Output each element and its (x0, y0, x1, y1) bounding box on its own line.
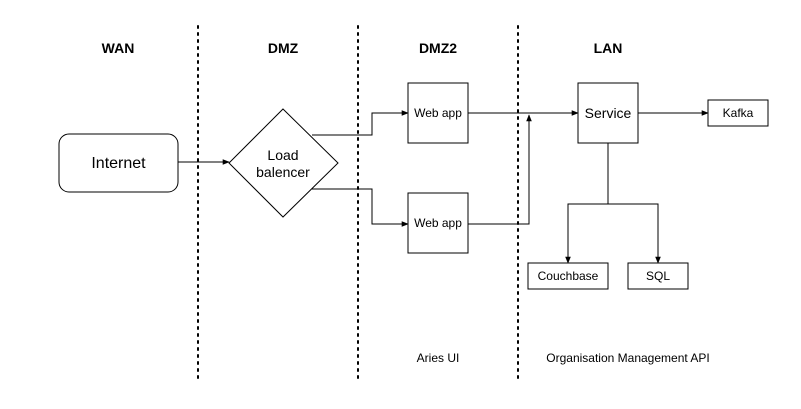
sql-node[interactable]: SQL (627, 262, 689, 290)
service-label: Service (585, 105, 632, 121)
kafka-label: Kafka (723, 106, 754, 120)
caption-organisation-management-api: Organisation Management API (546, 351, 709, 365)
edge-service-to-couchbase (565, 203, 608, 264)
edge-service-to-sql (608, 203, 661, 264)
edge-loadbalancer-to-webapp-top (312, 110, 409, 136)
edge-loadbalancer-to-webapp-bottom (312, 188, 409, 227)
zone-label-dmz: DMZ (268, 40, 299, 56)
sql-label: SQL (646, 269, 670, 283)
couchbase-node[interactable]: Couchbase (527, 262, 609, 290)
web-app-top-node[interactable]: Web app (407, 82, 469, 144)
zone-label-lan: LAN (594, 40, 623, 56)
internet-label: Internet (91, 155, 146, 172)
web-app-top-label: Web app (414, 106, 462, 120)
web-app-bottom-node[interactable]: Web app (407, 192, 469, 254)
internet-node[interactable]: Internet (58, 133, 179, 193)
caption-aries-ui: Aries UI (417, 351, 460, 365)
load-balancer-node[interactable]: Load balencer (228, 108, 339, 218)
kafka-node[interactable]: Kafka (707, 99, 769, 127)
zone-label-wan: WAN (102, 40, 135, 56)
service-node[interactable]: Service (577, 82, 639, 144)
zone-label-dmz2: DMZ2 (419, 40, 457, 56)
edge-webapp-bottom-to-service (468, 114, 532, 225)
couchbase-label: Couchbase (538, 269, 599, 283)
load-balancer-label-line2: balencer (256, 164, 310, 180)
load-balancer-label-line1: Load (267, 147, 298, 163)
web-app-bottom-label: Web app (414, 216, 462, 230)
